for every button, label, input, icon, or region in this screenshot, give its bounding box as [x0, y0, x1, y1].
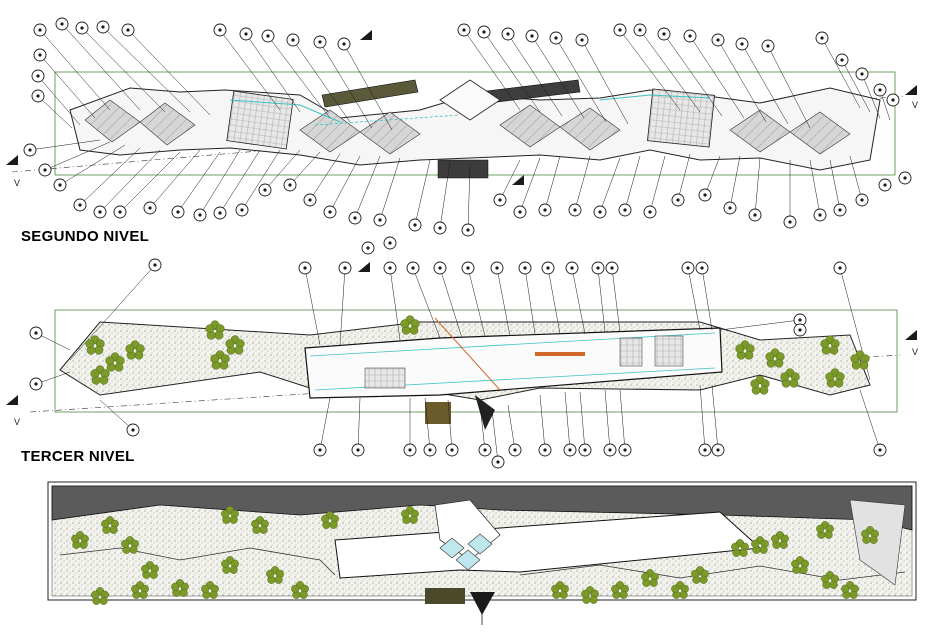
plan-frame	[54, 309, 898, 413]
tree-icon	[71, 531, 89, 549]
tree-icon	[210, 350, 230, 370]
tree-icon	[101, 516, 119, 534]
tree-icon	[400, 315, 420, 335]
tree-icon	[641, 569, 659, 587]
tree-icon	[90, 365, 110, 385]
svg-text:V: V	[14, 178, 20, 188]
tree-icon	[71, 506, 879, 605]
tree-icon	[750, 375, 770, 395]
tree-icon	[205, 320, 225, 340]
axis-bubbles-top	[37, 23, 891, 131]
hatched-rooms	[84, 99, 851, 155]
axis-bubble-icon	[23, 17, 912, 237]
plan-segundo-nivel: V V	[6, 17, 918, 237]
svg-text:V: V	[912, 100, 918, 110]
tree-icon	[551, 581, 569, 599]
tree-icon	[291, 581, 309, 599]
tree-icon	[731, 539, 749, 557]
tree-icon	[671, 581, 689, 599]
section-marker-icon: V V	[6, 262, 918, 427]
roof-band	[51, 485, 913, 531]
tree-icon	[611, 581, 629, 599]
svg-text:V: V	[14, 417, 20, 427]
tree-icon	[201, 581, 219, 599]
tree-icon	[85, 315, 870, 395]
tree-icon	[251, 516, 269, 534]
tree-icon	[821, 571, 839, 589]
plan-title-segundo: SEGUNDO NIVEL	[21, 228, 150, 245]
svg-text:V: V	[912, 347, 918, 357]
tree-icon	[820, 335, 840, 355]
tree-icon	[841, 581, 859, 599]
tree-icon	[581, 586, 599, 604]
tree-icon	[225, 335, 245, 355]
tree-icon	[780, 368, 800, 388]
tree-icon	[221, 556, 239, 574]
tree-icon	[850, 350, 870, 370]
tree-icon	[141, 561, 159, 579]
tree-icon	[131, 581, 149, 599]
tree-icon	[85, 335, 105, 355]
tree-icon	[771, 531, 789, 549]
tree-icon	[751, 536, 769, 554]
tree-icon	[221, 506, 239, 524]
tree-icon	[791, 556, 809, 574]
main-roof	[334, 511, 762, 579]
tree-icon	[765, 348, 785, 368]
tree-icon	[735, 340, 755, 360]
tree-icon	[825, 368, 845, 388]
plan-tercer-nivel: V V	[6, 236, 918, 469]
tree-icon	[321, 511, 339, 529]
tree-icon	[121, 536, 139, 554]
tree-icon	[266, 566, 284, 584]
tree-icon	[125, 340, 145, 360]
axis-bubbles-bottom	[29, 139, 863, 231]
section-marker-icon: V V	[6, 30, 918, 188]
plan-roof	[47, 481, 917, 625]
tree-icon	[816, 521, 834, 539]
tree-icon	[691, 566, 709, 584]
tree-icon	[861, 526, 879, 544]
tree-icon	[105, 352, 125, 372]
tree-icon	[91, 587, 109, 605]
tree-icon	[171, 579, 189, 597]
tree-icon	[401, 506, 419, 524]
plan-title-tercer: TERCER NIVEL	[21, 448, 135, 465]
axis-bubble-icon	[29, 236, 887, 469]
